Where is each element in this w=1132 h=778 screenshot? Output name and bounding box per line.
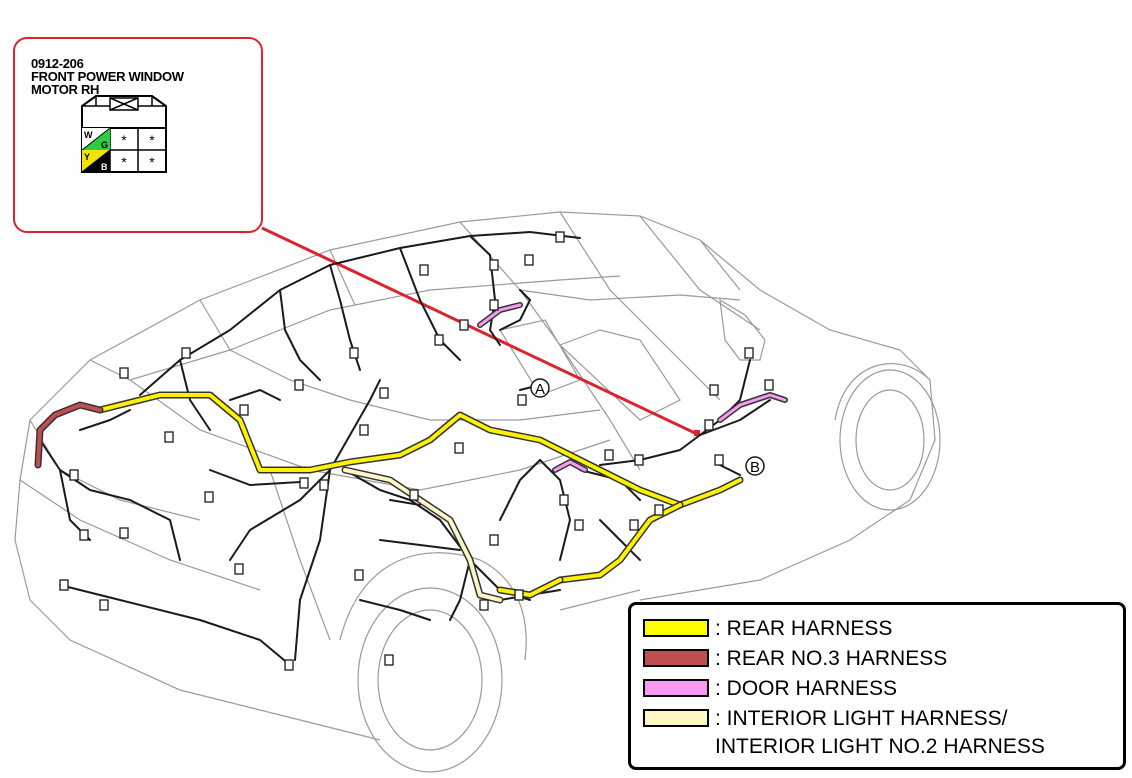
callout-text: 0912-206 FRONT POWER WINDOW MOTOR RH — [31, 57, 184, 96]
connector-face-diagram: W G Y B * * * * — [81, 95, 167, 173]
connector-name-line2: MOTOR RH — [31, 82, 100, 97]
legend-label: : DOOR HARNESS — [715, 677, 898, 700]
pin-2-bottom-code: B — [101, 162, 108, 172]
empty-pin-mark: * — [149, 132, 155, 148]
legend-swatch — [643, 679, 709, 697]
legend-label: : INTERIOR LIGHT HARNESS/ — [715, 707, 1008, 730]
marker-a-label: A — [535, 381, 545, 398]
legend-item-rear-harness: : REAR HARNESS — [643, 615, 892, 643]
legend-item-door-harness: : DOOR HARNESS — [643, 675, 897, 703]
pin-1-wire-w-g: W G — [81, 127, 111, 151]
pin-1-bottom-code: G — [101, 140, 108, 150]
legend-swatch — [643, 709, 709, 727]
empty-pin-mark: * — [149, 154, 155, 170]
legend-swatch — [643, 619, 709, 637]
pin-1-top-code: W — [84, 130, 93, 140]
legend-swatch — [643, 649, 709, 667]
empty-pin-mark: * — [121, 154, 127, 170]
door-harness — [477, 302, 788, 473]
marker-a: A — [530, 378, 550, 398]
pin-2-wire-y-b: Y B — [81, 149, 111, 173]
legend-item-interior-light-harness: : INTERIOR LIGHT HARNESS/ INTERIOR LIGHT… — [643, 705, 1045, 761]
rear-no3-harness — [34, 401, 104, 469]
interior-light-harness — [341, 466, 504, 604]
legend-label: : REAR HARNESS — [715, 617, 893, 640]
marker-b: B — [745, 456, 765, 476]
connector-location-marker — [694, 430, 700, 436]
car-body-outline — [14, 211, 941, 773]
legend-item-rear-no3-harness: : REAR NO.3 HARNESS — [643, 645, 947, 673]
callout-leader-line — [261, 226, 698, 436]
connector-name-line1: FRONT POWER WINDOW — [31, 69, 184, 84]
rear-harness — [96, 391, 744, 599]
marker-b-label: B — [750, 459, 760, 476]
pin-2-top-code: Y — [84, 152, 90, 162]
empty-pin-mark: * — [121, 132, 127, 148]
harness-connectors — [59, 231, 774, 671]
legend-label-line2: INTERIOR LIGHT NO.2 HARNESS — [715, 735, 1045, 758]
harness-legend: : REAR HARNESS : REAR NO.3 HARNESS : DOO… — [628, 602, 1126, 770]
connector-code: 0912-206 — [31, 56, 84, 71]
legend-label: : REAR NO.3 HARNESS — [715, 647, 948, 670]
